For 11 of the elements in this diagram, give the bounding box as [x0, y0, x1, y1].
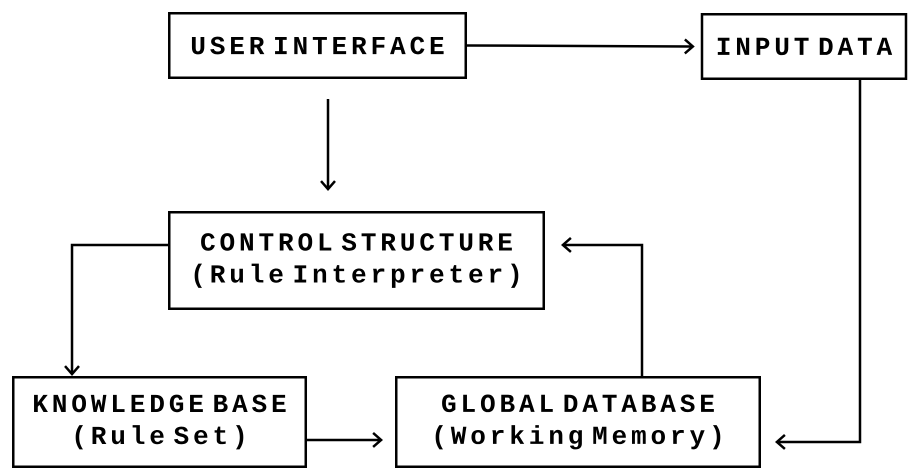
- process-box: INPUT DATA: [700, 13, 908, 80]
- process-box: USER INTERFACE: [168, 12, 467, 79]
- arrow: [775, 80, 862, 450]
- arrow: [561, 237, 644, 376]
- arrow: [64, 244, 168, 376]
- arrow: [467, 38, 695, 54]
- arrow: [307, 432, 383, 448]
- process-box: GLOBAL DATABASE (Working Memory): [395, 376, 761, 468]
- arrow: [320, 99, 336, 191]
- process-box: CONTROL STRUCTURE (Rule Interpreter): [168, 211, 545, 310]
- process-box: KNOWLEDGE BASE (Rule Set): [12, 376, 307, 468]
